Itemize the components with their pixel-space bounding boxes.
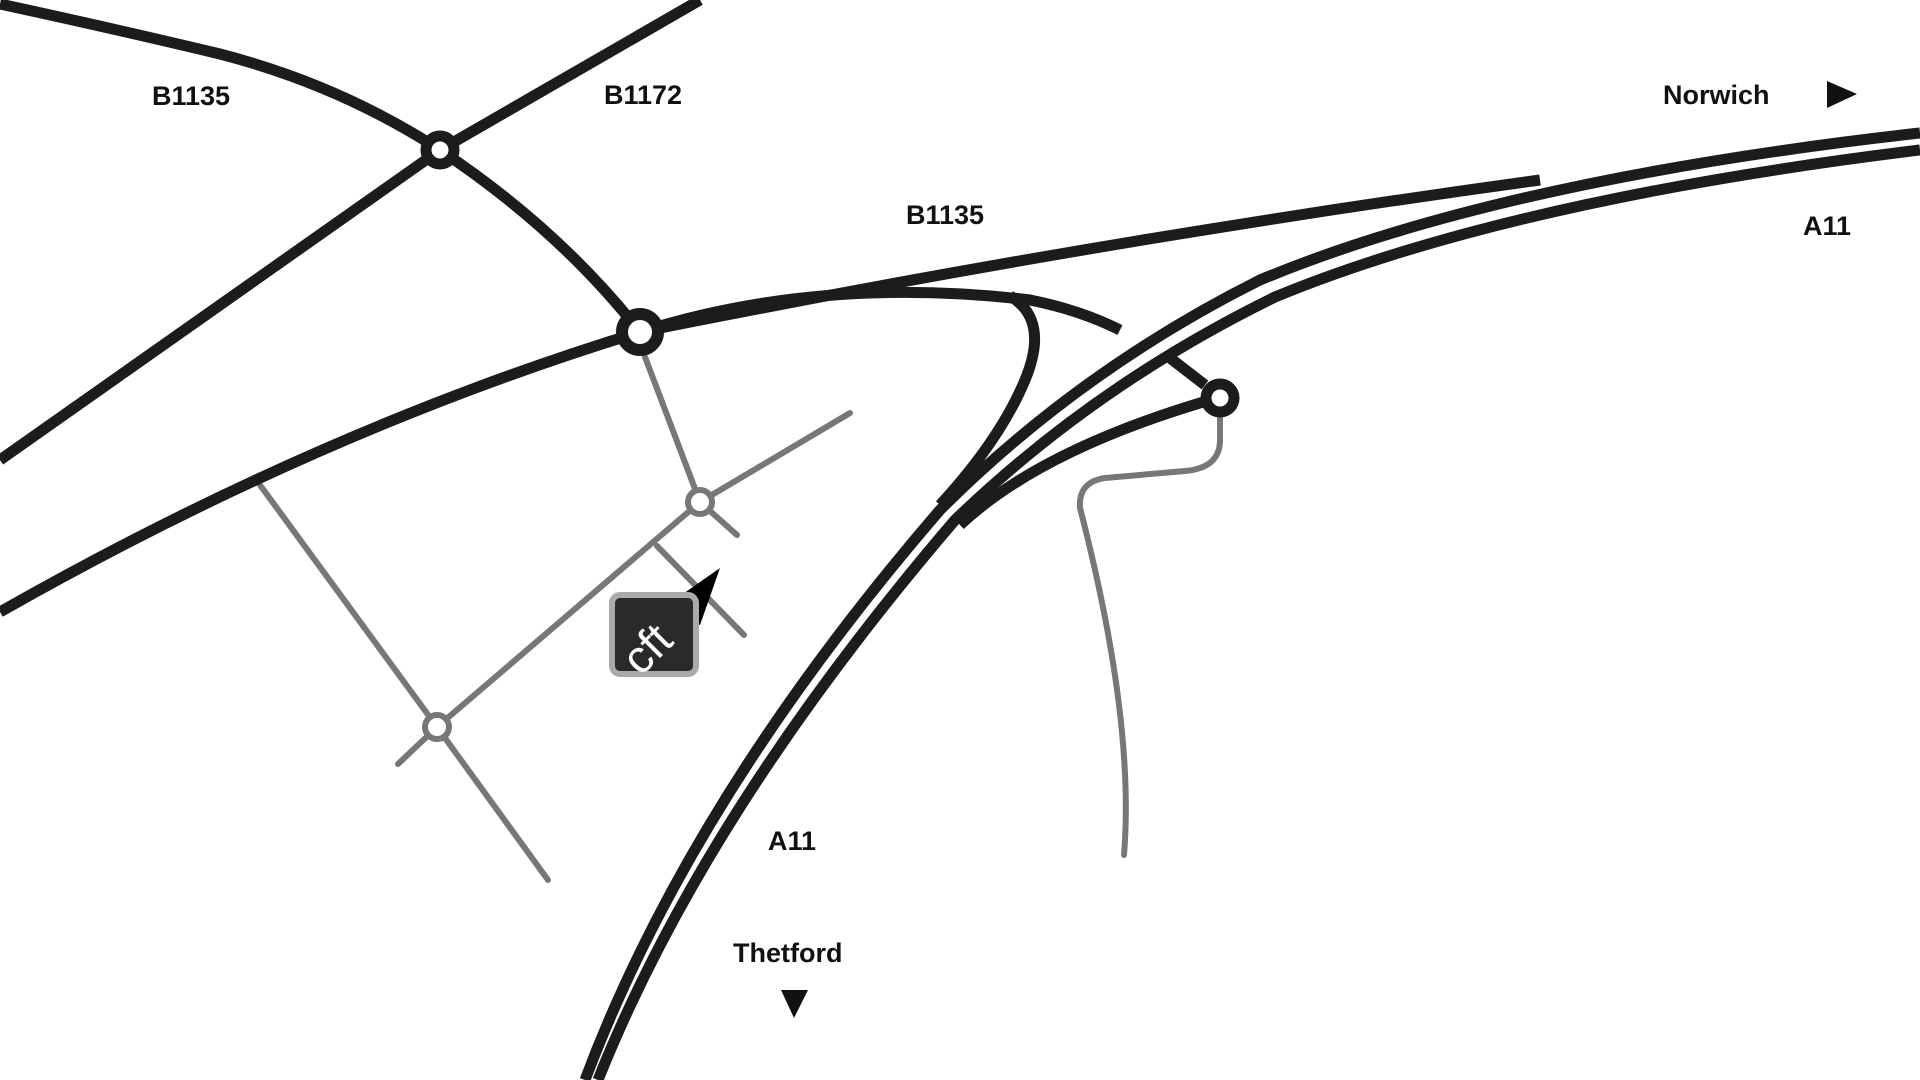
slip-road-stub (1166, 353, 1209, 390)
slip-road-west (935, 291, 1041, 509)
junctions (420, 130, 1240, 742)
road-b1172 (0, 0, 703, 465)
junction-minor-south[interactable] (422, 712, 452, 742)
junction-b1135-main[interactable] (616, 308, 664, 356)
label-a11-north: A11 (1803, 211, 1851, 241)
road-a11-south-carriageway (592, 144, 1920, 1080)
road-b1135-a11-link (638, 174, 1541, 338)
arrow-east-icon (1827, 81, 1857, 108)
minor-road-west (257, 482, 551, 883)
arrow-south-icon (781, 990, 808, 1018)
destination-labels: Norwich Thetford (733, 80, 1857, 1018)
label-thetford: Thetford (733, 938, 842, 968)
road-labels: B1135 B1172 B1135 A11 A11 (152, 80, 1851, 856)
minor-road-access (1076, 397, 1223, 858)
junction-a11-slip[interactable] (1200, 378, 1240, 418)
location-marker[interactable]: cft (609, 568, 720, 684)
label-a11-south: A11 (768, 826, 816, 856)
junction-minor-north[interactable] (685, 487, 715, 517)
minor-road-spur (642, 354, 703, 505)
logo-badge (609, 592, 699, 677)
junction-b1135-b1172[interactable] (420, 130, 460, 170)
label-b1135-west: B1135 (152, 81, 230, 111)
label-b1135-east: B1135 (906, 200, 984, 230)
road-a11-north-carriageway (579, 127, 1920, 1080)
label-b1172: B1172 (604, 80, 682, 110)
road-b1135-west (0, 0, 645, 336)
slip-road-east (956, 394, 1212, 530)
label-norwich: Norwich (1663, 80, 1770, 110)
